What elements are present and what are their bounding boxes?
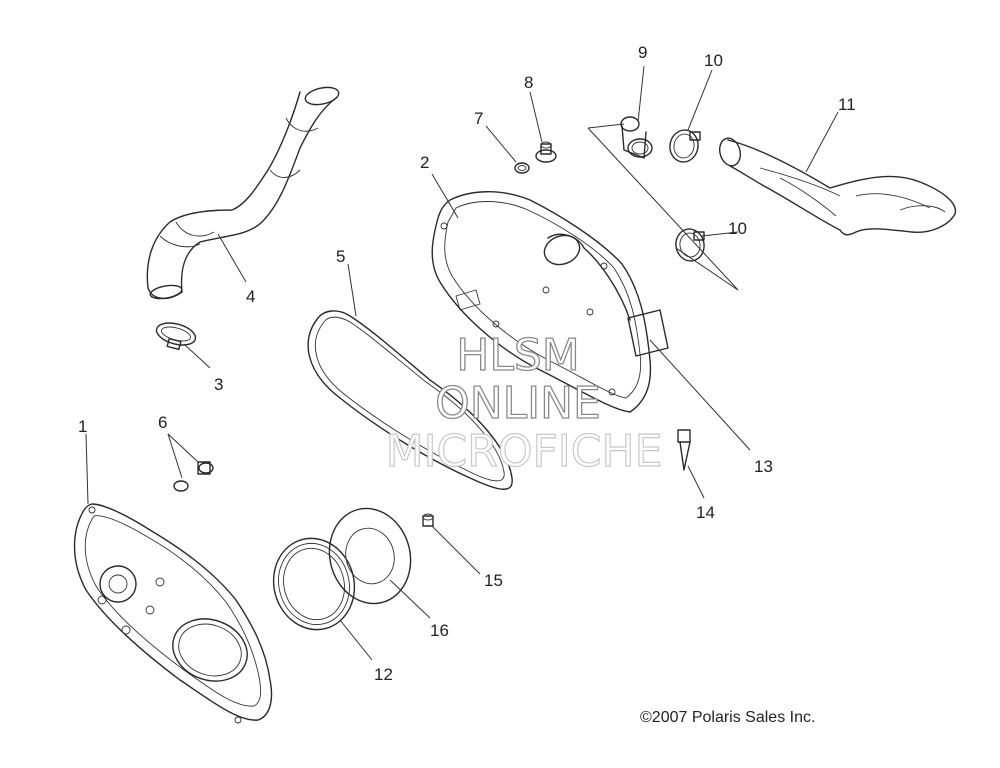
plug-8: [535, 141, 557, 163]
label-4: 4: [246, 287, 255, 306]
hose-clamp-3: [155, 322, 197, 351]
label-7: 7: [474, 109, 483, 128]
clutch-cover-inner: [73, 503, 273, 724]
bolt-15: [422, 513, 434, 527]
hose-clamp-10-upper: [669, 129, 701, 163]
label-10-lower: 10: [728, 219, 747, 238]
clutch-cover-outer: [431, 191, 669, 413]
plate-16: [328, 507, 412, 605]
bolt-14: [677, 429, 691, 471]
label-16: 16: [430, 621, 449, 640]
label-10-upper: 10: [704, 51, 723, 70]
drive-belt: [307, 310, 513, 490]
copyright-notice: ©2007 Polaris Sales Inc.: [640, 709, 815, 726]
watermark: HLSM ONLINE MICROFICHE: [385, 329, 663, 477]
label-13: 13: [754, 457, 773, 476]
label-14: 14: [696, 503, 715, 522]
label-11: 11: [838, 95, 856, 114]
label-8: 8: [524, 73, 533, 92]
label-6: 6: [158, 413, 167, 432]
label-12: 12: [374, 665, 393, 684]
intake-scoop: [718, 137, 957, 236]
intake-duct: [146, 86, 340, 300]
o-ring-7: [514, 162, 530, 174]
screw-6: [173, 461, 214, 492]
label-9: 9: [638, 43, 647, 62]
label-15: 15: [484, 571, 503, 590]
seal-12: [272, 537, 356, 631]
label-3: 3: [214, 375, 223, 394]
watermark-line-2: ONLINE: [435, 378, 601, 429]
callouts: 1 2 3 4 5 6 7 8 9 10 10 11 12 13 14 15 1…: [78, 43, 856, 684]
label-5: 5: [336, 247, 345, 266]
watermark-line-1: HLSM: [456, 330, 580, 381]
label-1: 1: [78, 417, 87, 436]
watermark-line-3: MICROFICHE: [386, 426, 663, 477]
label-2: 2: [420, 153, 429, 172]
leader-lines: [85, 65, 839, 661]
duct-sleeve-9: [620, 116, 653, 159]
